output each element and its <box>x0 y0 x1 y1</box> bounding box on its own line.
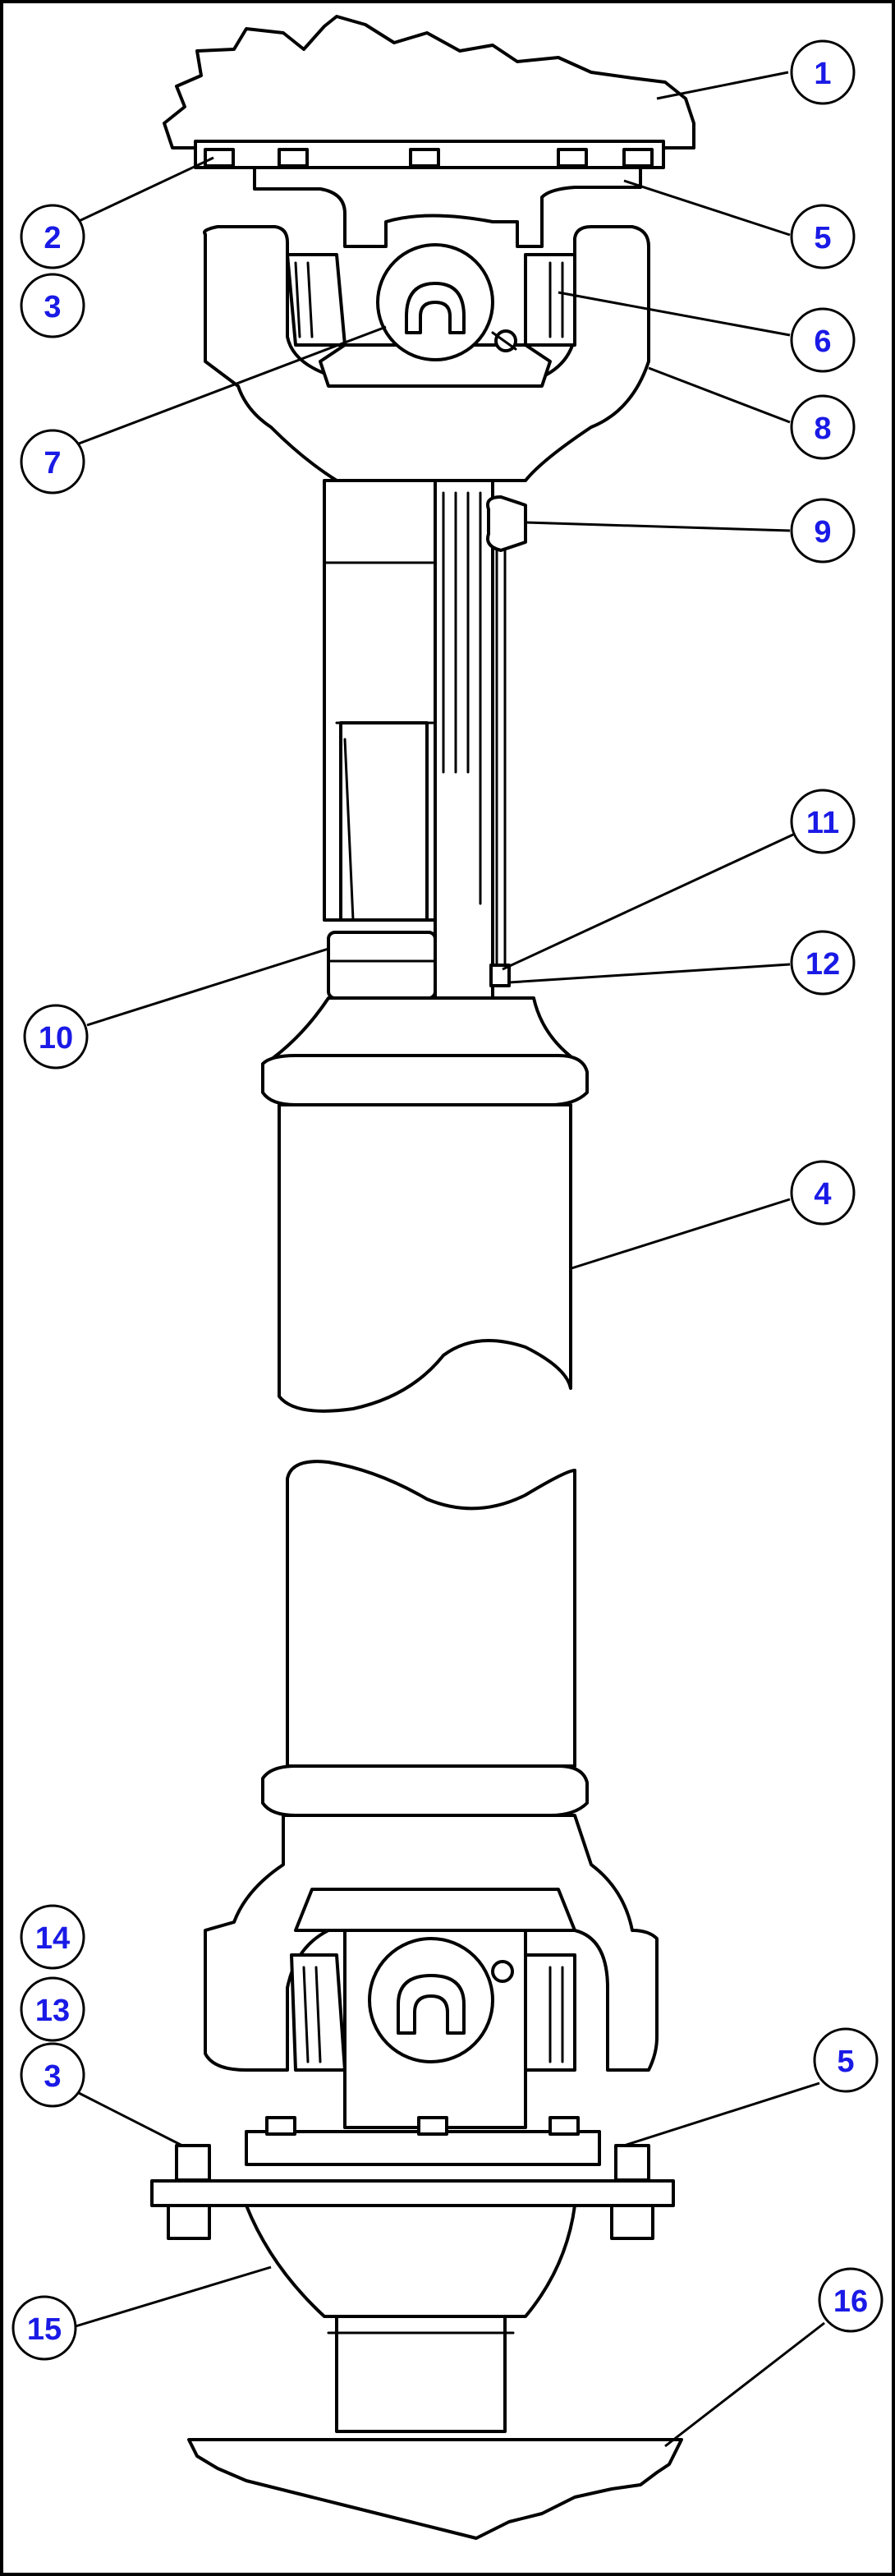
output-shaft <box>335 2315 507 2433</box>
callout-3-upper: 3 <box>20 273 85 338</box>
callout-15-label: 15 <box>27 2312 62 2347</box>
callout-13: 13 <box>20 1976 85 2042</box>
callout-14-label: 14 <box>35 1921 70 1956</box>
main-tube-upper <box>278 1103 572 1413</box>
callout-6: 6 <box>558 291 856 373</box>
callout-11: 11 <box>502 789 856 971</box>
callout-5-lower: 5 <box>623 2027 879 2147</box>
callout-1-label: 1 <box>814 57 831 91</box>
lower-component-broken <box>187 2438 683 2540</box>
callout-8: 8 <box>648 366 856 460</box>
callout-2: 2 <box>20 156 214 269</box>
lower-flange-plate <box>245 2130 601 2166</box>
slip-sleeve <box>339 721 429 922</box>
lower-slip-fitting <box>489 964 511 987</box>
upper-flange-yoke <box>253 166 642 248</box>
callout-9-label: 9 <box>814 515 831 550</box>
lower-bearing-block <box>294 1888 576 1932</box>
main-tube-lower <box>286 1460 576 1768</box>
tube-weld-ring-lower <box>261 1764 589 1817</box>
callout-16-label: 16 <box>833 2284 868 2319</box>
lower-flange-bolts <box>265 2116 580 2136</box>
callout-5-upper: 5 <box>623 179 856 269</box>
lower-grease-fitting <box>491 1960 514 1983</box>
callout-10: 10 <box>23 947 329 1070</box>
callout-5-upper-label: 5 <box>814 221 831 255</box>
companion-flange <box>150 2179 675 2207</box>
callout-8-label: 8 <box>814 412 831 446</box>
slip-grease-fitting <box>486 495 527 552</box>
callout-14: 14 <box>20 1904 85 1970</box>
lower-tube-yoke <box>204 1814 659 2072</box>
callout-12-label: 12 <box>806 947 840 982</box>
callout-3-lower-label: 3 <box>44 2059 61 2094</box>
callout-16: 16 <box>664 2267 884 2448</box>
callout-3-lower: 3 <box>20 2042 183 2147</box>
lower-spider-cross <box>397 1974 466 2035</box>
upper-bearing-block <box>319 343 552 388</box>
callout-3-upper-label: 3 <box>44 290 61 324</box>
callout-2-label: 2 <box>44 221 61 255</box>
callout-12: 12 <box>508 930 856 996</box>
callout-10-label: 10 <box>39 1021 73 1056</box>
callout-15: 15 <box>11 2266 272 2361</box>
callout-4-label: 4 <box>814 1177 831 1212</box>
callout-6-label: 6 <box>814 324 831 359</box>
callout-5-lower-label: 5 <box>837 2045 854 2079</box>
output-housing <box>245 2204 576 2318</box>
upper-component-broken <box>163 15 695 150</box>
callout-4: 4 <box>571 1160 856 1270</box>
callout-1: 1 <box>656 39 856 105</box>
upper-spider-cross <box>405 282 466 334</box>
callout-13-label: 13 <box>35 1994 70 2028</box>
callout-7: 7 <box>20 325 387 494</box>
callout-11-label: 11 <box>806 806 839 840</box>
callout-9: 9 <box>525 498 856 564</box>
callout-7-label: 7 <box>44 446 61 481</box>
